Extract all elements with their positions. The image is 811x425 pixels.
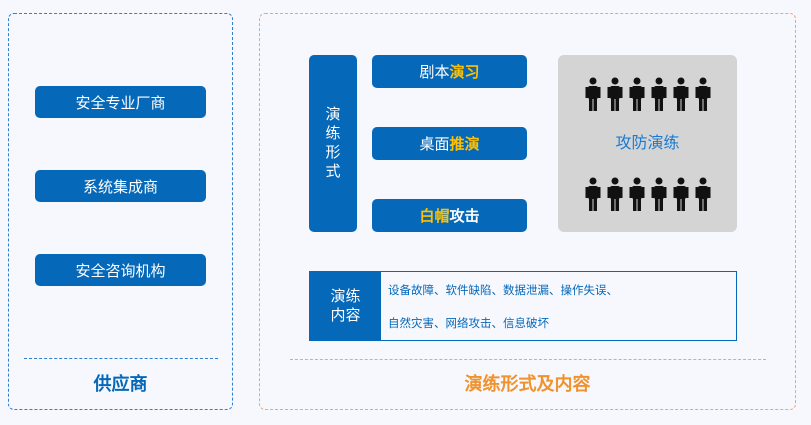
person-icon (629, 77, 645, 115)
person-icon (695, 177, 711, 215)
supplier-panel (8, 13, 233, 410)
person-icon (585, 77, 601, 115)
divider (24, 358, 218, 359)
highlight: 推演 (449, 135, 480, 153)
label-line: 演练 (330, 287, 361, 305)
content-line: 自然灾害、网络攻击、信息破坏 (388, 316, 549, 330)
form-script-drill: 剧本演习 (372, 55, 527, 88)
highlight: 演习 (449, 63, 480, 81)
person-icon (673, 177, 689, 215)
drill-form-label: 演练形式 (309, 55, 357, 232)
highlight: 白帽 (419, 207, 450, 225)
person-icon (629, 177, 645, 215)
content-label: 演练内容 (310, 272, 381, 340)
person-icon (651, 77, 667, 115)
person-icon (695, 77, 711, 115)
text: 桌面 (419, 135, 450, 153)
supplier-title: 供应商 (93, 374, 148, 395)
people-icons-bottom (558, 177, 737, 215)
content-box: 演练内容 设备故障、软件缺陷、数据泄漏、操作失误、 自然灾害、网络攻击、信息破坏 (309, 271, 737, 341)
label-line: 内容 (330, 306, 361, 324)
content-line: 设备故障、软件缺陷、数据泄漏、操作失误、 (388, 283, 618, 297)
attack-defense-label: 攻防演练 (615, 133, 680, 152)
form-whitehat: 白帽攻击 (372, 199, 527, 232)
attack-defense-box: 攻防演练 (558, 55, 737, 232)
text: 攻击 (449, 207, 480, 225)
person-icon (651, 177, 667, 215)
supplier-item: 系统集成商 (35, 170, 206, 202)
divider (290, 359, 766, 360)
supplier-item: 安全专业厂商 (35, 86, 206, 118)
person-icon (607, 177, 623, 215)
people-icons-top (558, 77, 737, 115)
person-icon (673, 77, 689, 115)
supplier-item: 安全咨询机构 (35, 254, 206, 286)
drill-panel (259, 13, 796, 410)
drill-title: 演练形式及内容 (464, 374, 591, 395)
text: 剧本 (419, 63, 450, 81)
person-icon (607, 77, 623, 115)
form-tabletop: 桌面推演 (372, 127, 527, 160)
person-icon (585, 177, 601, 215)
